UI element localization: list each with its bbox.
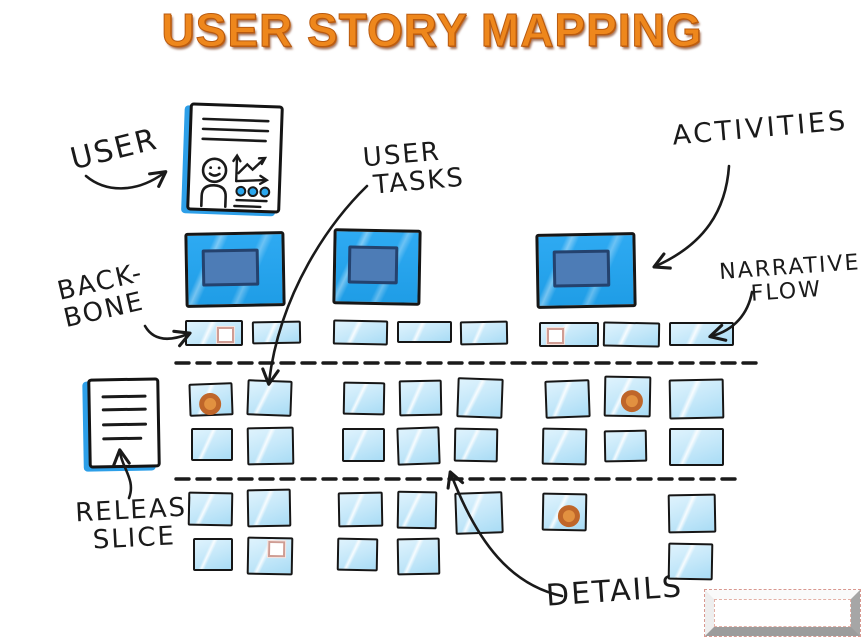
bullet-dots-icon — [235, 185, 271, 198]
sticky-note-14 — [541, 427, 588, 466]
user-arrow — [84, 170, 168, 190]
beveled-placeholder-inner — [714, 599, 851, 627]
sticky-note-25 — [396, 537, 441, 576]
sticky-note-15 — [603, 429, 648, 463]
sticky-note-23 — [454, 491, 504, 535]
text-lines-icon — [201, 117, 270, 143]
activity-card-1 — [184, 231, 286, 308]
beveled-placeholder-box — [704, 589, 861, 637]
user-tasks-label-line2: TASKS — [372, 162, 467, 201]
activity-card-3 — [535, 232, 637, 309]
page-title: USER STORY MAPPING — [161, 4, 703, 57]
backbone-card-5 — [459, 320, 509, 346]
sticky-note-28 — [667, 542, 714, 581]
sticky-note-22 — [396, 490, 438, 530]
activity-card-2-inner — [348, 245, 399, 285]
document-line — [102, 436, 143, 441]
person-icon — [200, 157, 228, 208]
orange-dot-marker — [198, 392, 222, 416]
release-slice-label-line2: SLICE — [92, 521, 177, 556]
activities-arrow — [652, 164, 731, 270]
backbone-card-8 — [669, 322, 734, 346]
user-persona-card — [186, 102, 284, 214]
details-label: DETAILS — [544, 569, 685, 614]
backbone-card-1 — [185, 320, 243, 346]
sticky-note-16 — [669, 428, 724, 466]
footer-lines-icon — [233, 198, 268, 209]
release-slice-document — [87, 377, 161, 469]
sticky-note-13 — [668, 378, 725, 420]
white-square-marker — [546, 327, 565, 345]
sticky-note-9 — [396, 426, 441, 466]
sticky-note-20 — [246, 536, 294, 576]
backbone-card-4 — [397, 321, 452, 343]
orange-dot-marker — [620, 389, 644, 413]
sticky-note-21 — [337, 491, 384, 528]
activity-card-3-inner — [552, 249, 611, 288]
sticky-note-3 — [191, 428, 233, 461]
white-square-marker — [216, 326, 235, 344]
document-line — [101, 407, 147, 412]
sticky-note-4 — [246, 426, 295, 466]
sticky-note-5 — [342, 381, 386, 416]
sticky-note-7 — [456, 377, 504, 419]
backbone-card-7 — [602, 321, 661, 348]
backbone-card-3 — [332, 319, 389, 346]
sticky-note-17 — [187, 491, 234, 527]
activity-card-1-inner — [201, 248, 260, 287]
persona-card-content — [200, 117, 271, 209]
sticky-note-24 — [336, 537, 379, 572]
sticky-note-19 — [193, 538, 233, 571]
backbone-label: BACK-BONE — [55, 258, 152, 334]
sticky-note-27 — [667, 493, 717, 534]
backbone-card-6 — [539, 322, 599, 347]
document-line — [101, 394, 147, 399]
sticky-note-2 — [246, 379, 293, 417]
user-label: USER — [66, 121, 162, 178]
sticky-note-10 — [453, 427, 499, 463]
sticky-note-11 — [544, 379, 591, 419]
line-chart-icon — [232, 153, 270, 186]
sticky-note-26 — [541, 492, 588, 532]
backbone-card-2 — [251, 320, 302, 345]
backbone-arrow — [143, 324, 192, 348]
sticky-note-8 — [342, 428, 385, 462]
activity-card-2 — [332, 228, 422, 306]
white-square-marker — [266, 539, 287, 559]
sticky-note-6 — [398, 379, 443, 417]
sticky-note-12 — [603, 375, 652, 418]
activities-label: ACTIVITIES — [670, 105, 850, 152]
document-line — [102, 422, 148, 427]
sticky-note-1 — [188, 382, 234, 417]
sticky-note-18 — [246, 488, 292, 528]
orange-dot-marker — [557, 504, 581, 528]
